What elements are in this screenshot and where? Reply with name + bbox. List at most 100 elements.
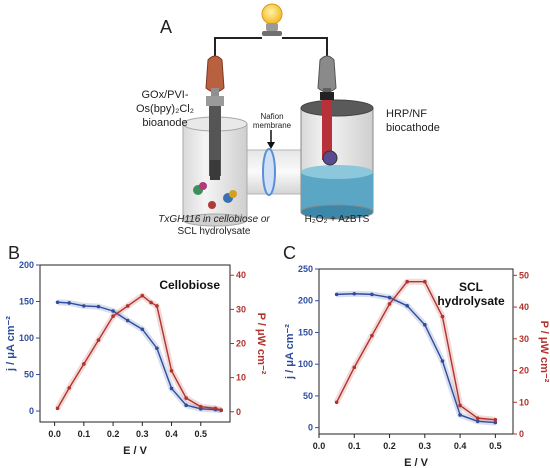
power-density-point <box>140 293 145 298</box>
x-tick-label: 0.5 <box>489 441 502 451</box>
current-density-point <box>67 301 72 305</box>
enzyme-icon <box>322 150 338 166</box>
anode-clip-icon <box>205 55 225 100</box>
y-left-tick-label: 50 <box>24 370 34 380</box>
chart-title: Cellobiose <box>159 278 220 292</box>
current-density-point <box>370 292 374 297</box>
current-density-point <box>334 292 339 297</box>
power-density-point <box>184 396 188 400</box>
y-left-tick-label: 100 <box>19 333 34 343</box>
membrane-label: Nafion membrane <box>253 112 292 130</box>
y-right-tick-label: 30 <box>519 334 529 344</box>
power-density-point <box>370 333 374 338</box>
y-right-tick-label: 20 <box>236 339 246 349</box>
power-density-point <box>82 362 86 366</box>
y-left-axis-label: j / μA cm⁻² <box>284 324 296 380</box>
series-line-glow <box>54 292 223 413</box>
power-density-point <box>55 406 60 411</box>
light-bulb-icon <box>261 3 283 36</box>
y-left-tick-label: 150 <box>19 297 34 307</box>
power-density-point <box>219 408 224 412</box>
svg-text:Nafion: Nafion <box>260 112 283 121</box>
x-tick-label: 0.0 <box>313 441 326 451</box>
y-right-tick-label: 20 <box>519 366 529 376</box>
y-left-tick-label: 150 <box>298 327 313 337</box>
circuit-wire <box>214 37 328 64</box>
svg-text:HRP/NF: HRP/NF <box>386 108 427 120</box>
panel-label-b: B <box>8 243 20 263</box>
x-tick-label: 0.2 <box>383 441 396 451</box>
power-density-line <box>336 280 496 421</box>
x-tick-label: 0.0 <box>48 429 61 439</box>
svg-text:Os(bpy)₂Cl₂: Os(bpy)₂Cl₂ <box>136 103 194 115</box>
anode-electrode <box>209 98 221 176</box>
series-line-glow <box>57 299 222 414</box>
y-left-tick-label: 0 <box>308 423 313 433</box>
svg-text:GOx/PVI-: GOx/PVI- <box>141 89 188 101</box>
current-density-point <box>82 304 86 308</box>
power-density-point <box>67 386 72 390</box>
chart-title-line: hydrolysate <box>437 294 505 308</box>
current-density-point <box>111 309 115 313</box>
power-density-point <box>493 417 498 422</box>
anode-jar <box>182 96 248 227</box>
power-density-point <box>440 314 445 319</box>
cathode-caption: H₂O₂ + AzBTS <box>305 214 370 225</box>
power-density-point <box>169 369 174 373</box>
power-density-point <box>458 403 462 408</box>
power-density-point <box>125 304 130 308</box>
x-axis-label: E / V <box>404 457 429 468</box>
current-density-point <box>475 419 480 424</box>
y-left-tick-label: 100 <box>298 359 313 369</box>
y-left-axis-label: j / μA cm⁻² <box>5 316 17 372</box>
chart-title-line: SCL <box>459 280 483 294</box>
y-right-tick-label: 0 <box>519 429 524 439</box>
plot-frame <box>318 268 514 435</box>
anode-caption: TxGH116 in cellobiose or SCL hydrolysate <box>158 214 270 235</box>
current-density-line <box>57 301 222 412</box>
y-left-tick-label: 50 <box>303 391 313 401</box>
power-density-line <box>56 295 222 411</box>
current-density-point <box>423 323 427 327</box>
svg-text:TxGH116 in cellobiose or: TxGH116 in cellobiose or <box>158 214 270 225</box>
svg-text:SCL hydrolysate: SCL hydrolysate <box>178 226 251 235</box>
enzyme-icon <box>193 182 237 209</box>
current-density-point <box>96 304 101 309</box>
power-density-point <box>423 279 427 284</box>
x-tick-label: 0.4 <box>454 441 467 451</box>
cathode-label: HRP/NF biocathode <box>386 108 440 134</box>
power-density-point <box>111 314 115 318</box>
power-density-point <box>405 279 409 284</box>
current-density-point <box>387 295 392 300</box>
power-density-point <box>475 416 480 420</box>
power-density-point <box>149 300 153 305</box>
svg-text:bioanode: bioanode <box>142 117 187 129</box>
svg-text:biocathode: biocathode <box>386 122 440 134</box>
y-right-tick-label: 10 <box>236 373 246 383</box>
power-density-point <box>334 400 339 405</box>
power-density-point <box>213 406 218 411</box>
current-density-point <box>184 403 188 408</box>
biofuel-cell-diagram: A <box>136 3 440 235</box>
cathode-electrode <box>322 96 332 160</box>
anode-label: GOx/PVI- Os(bpy)₂Cl₂ bioanode <box>136 89 194 129</box>
current-density-point <box>440 359 445 363</box>
x-axis-label: E / V <box>123 445 148 457</box>
power-density-point <box>155 304 159 308</box>
power-density-point <box>387 302 392 306</box>
power-density-point <box>352 365 357 370</box>
current-density-point <box>405 304 409 308</box>
y-right-tick-label: 10 <box>519 397 529 407</box>
power-density-point <box>96 338 101 342</box>
y-left-tick-label: 200 <box>19 260 34 270</box>
y-right-axis-label: P / μW cm⁻² <box>255 313 267 375</box>
x-tick-label: 0.4 <box>165 429 178 439</box>
y-left-tick-label: 250 <box>298 264 313 274</box>
y-right-axis-label: P / μW cm⁻² <box>538 321 550 383</box>
current-density-point <box>155 346 159 351</box>
cathode-jar <box>300 92 374 220</box>
current-density-point <box>55 300 60 305</box>
